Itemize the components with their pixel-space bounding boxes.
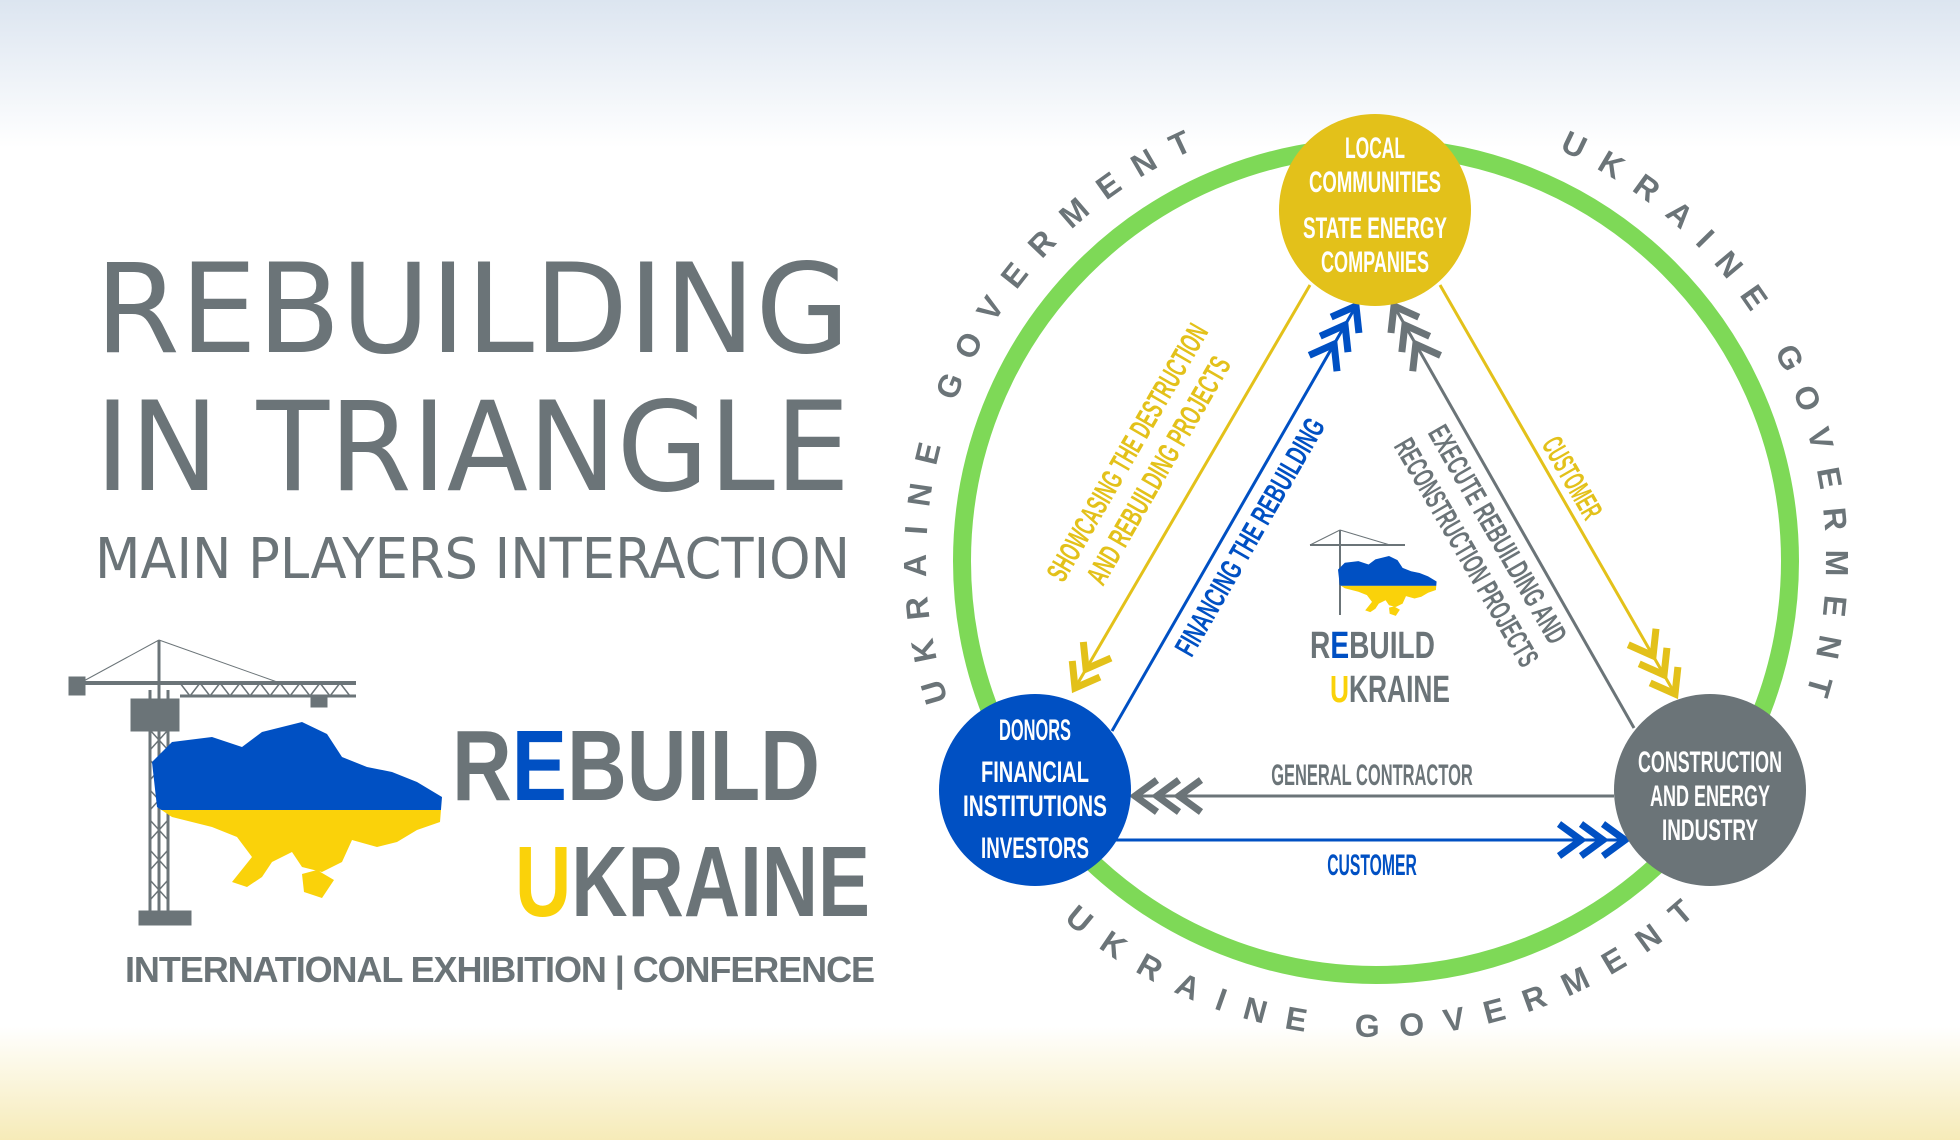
chevrons-execute [1387, 300, 1442, 372]
chevrons-financing [1307, 300, 1363, 372]
svg-text:DONORS: DONORS [999, 714, 1071, 747]
svg-text:FINANCIAL: FINANCIAL [981, 756, 1089, 789]
arrowhead-chevron-icon [1173, 777, 1204, 815]
arrowhead-chevron-icon [1068, 660, 1102, 694]
arrowhead-chevron-icon [1626, 628, 1660, 662]
arrowhead-chevron-icon [1307, 338, 1341, 372]
chevrons-customer-bottom [1556, 821, 1631, 859]
arrowhead-chevron-icon [1329, 300, 1363, 334]
node-local-communities: LOCAL COMMUNITIES STATE ENERGY COMPANIES [1279, 114, 1471, 306]
arrowhead-chevron-icon [1648, 666, 1682, 700]
chevrons-general-contractor [1129, 777, 1204, 815]
subtitle: MAIN PLAYERS INTERACTION [95, 527, 850, 592]
arrowhead-chevron-icon [1387, 300, 1421, 334]
arrowhead-chevron-icon [1398, 319, 1432, 353]
edge-execute [1392, 305, 1636, 729]
svg-text:INVESTORS: INVESTORS [981, 832, 1089, 865]
arrowhead-chevron-icon [1318, 319, 1352, 353]
arrowhead-chevron-icon [1129, 777, 1160, 815]
title-line-1: REBUILDING [95, 238, 850, 382]
label-customer-bottom: CUSTOMER [1327, 849, 1417, 882]
edge-customer-right [1438, 284, 1677, 695]
svg-text:AND ENERGY: AND ENERGY [1650, 780, 1770, 813]
svg-text:STATE ENERGY: STATE ENERGY [1303, 212, 1447, 245]
arrowhead-chevron-icon [1151, 777, 1182, 815]
logo-rebuild: REBUILD [452, 710, 820, 822]
chevrons-showcasing [1068, 641, 1113, 694]
crane-icon [68, 639, 356, 926]
svg-text:COMMUNITIES: COMMUNITIES [1309, 166, 1441, 199]
rebuild-ukraine-logo: REBUILD UKRAINE INTERNATIONAL EXHIBITION… [68, 639, 875, 991]
label-general-contractor: GENERAL CONTRACTOR [1271, 759, 1473, 792]
logo-tagline: INTERNATIONAL EXHIBITION | CONFERENCE [125, 949, 875, 991]
center-logo-ukraine: UKRAINE [1330, 669, 1450, 711]
svg-text:LOCAL: LOCAL [1345, 132, 1405, 165]
svg-text:INSTITUTIONS: INSTITUTIONS [963, 790, 1107, 823]
arrowhead-chevron-icon [1409, 339, 1442, 372]
arrowhead-chevron-icon [1637, 647, 1671, 681]
svg-text:INDUSTRY: INDUSTRY [1662, 814, 1758, 847]
node-construction-industry: CONSTRUCTION AND ENERGY INDUSTRY [1614, 694, 1806, 886]
edge-financing [1110, 305, 1358, 732]
arrowhead-chevron-icon [1578, 821, 1609, 859]
node-donors: DONORS FINANCIAL INSTITUTIONS INVESTORS [939, 694, 1131, 886]
center-logo-rebuild: REBUILD [1310, 625, 1435, 667]
arrowhead-chevron-icon [1079, 641, 1113, 675]
center-logo: REBUILD UKRAINE [1309, 529, 1450, 711]
chevrons-customer-right [1626, 628, 1682, 700]
arrowhead-chevron-icon [1600, 821, 1631, 859]
logo-ukraine: UKRAINE [515, 826, 870, 938]
arrowhead-chevron-icon [1556, 821, 1587, 859]
crane-icon [1309, 529, 1405, 615]
title-line-2: IN TRIANGLE [95, 376, 850, 520]
svg-text:CONSTRUCTION: CONSTRUCTION [1638, 746, 1782, 779]
edge-showcasing [1073, 284, 1312, 689]
svg-text:COMPANIES: COMPANIES [1321, 246, 1429, 279]
